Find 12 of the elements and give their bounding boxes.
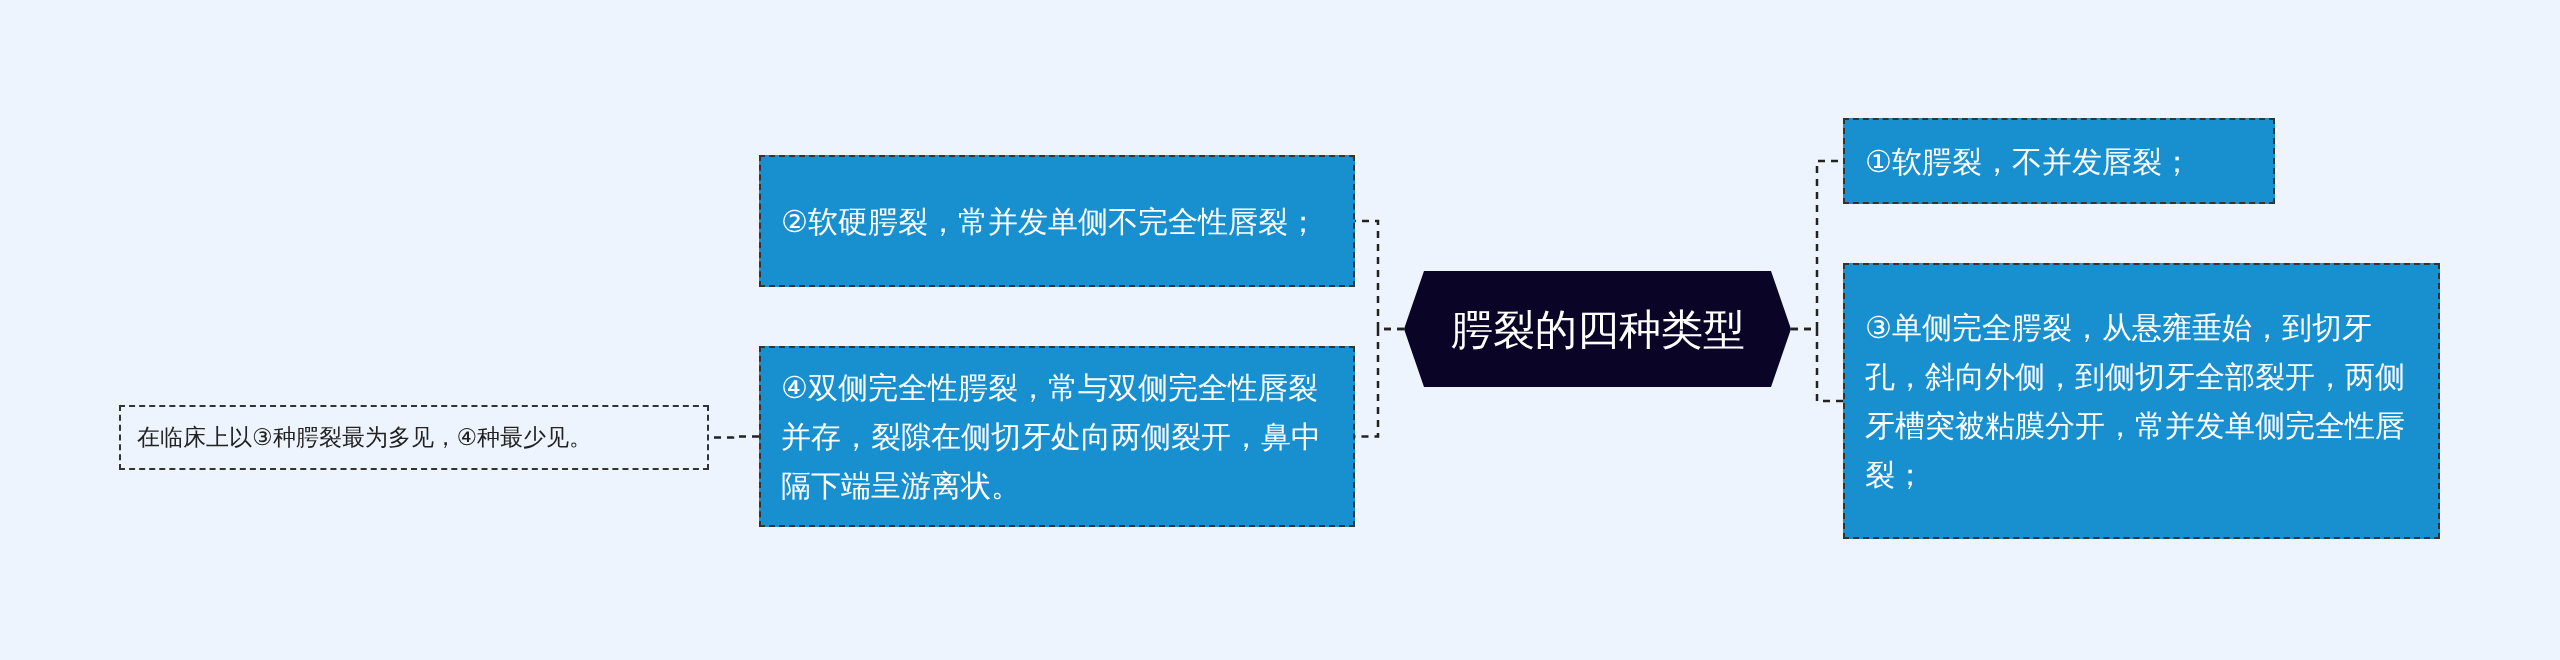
topic-text: ③单侧完全腭裂，从悬雍垂始，到切牙孔，斜向外侧，到侧切牙全部裂开，两侧牙槽突被粘膜分开，常并发单侧完全性唇裂； bbox=[1865, 309, 2406, 494]
topic-box bbox=[759, 346, 1355, 527]
topic-text: ①软腭裂，不并发唇裂； bbox=[1865, 142, 2193, 181]
topic-box bbox=[759, 155, 1355, 287]
topic-text: ④双侧完全性腭裂，常与双侧完全性唇裂并存，裂隙在侧切牙处向两侧裂开，鼻中隔下端呈游离状。 bbox=[781, 369, 1322, 505]
topic-text: ②软硬腭裂，常并发单侧不完全性唇裂； bbox=[781, 202, 1319, 241]
connector-line bbox=[1791, 327, 1843, 403]
topic-title: 腭裂的四种类型 bbox=[1450, 303, 1745, 356]
note-text: 在临床上以③种腭裂最为多见，④种最少见。 bbox=[137, 423, 593, 453]
topic-box bbox=[1843, 263, 2440, 539]
topic-box bbox=[1843, 118, 2275, 204]
note-box bbox=[119, 405, 709, 470]
